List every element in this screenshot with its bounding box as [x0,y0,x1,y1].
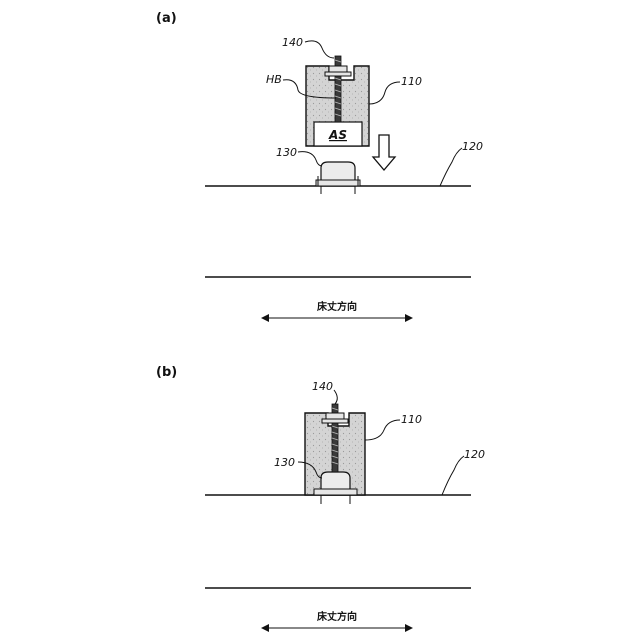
callout-140-b: 140 [312,380,333,393]
leader-130-a [298,152,322,166]
callout-hb-a: HB [266,73,282,86]
panel-b: (b) 140 110 130 120 床丈方向 [156,365,485,628]
callout-120-a: 120 [462,140,483,153]
callout-110-a: 110 [401,75,422,88]
leader-120-a [440,148,462,186]
anchor-seat-130 [316,162,360,194]
panel-a: (a) AS [156,11,483,318]
leader-140-b [334,390,337,404]
callout-110-b: 110 [401,413,422,426]
direction-label-b: 床丈方向 [317,610,357,623]
leader-140-a [305,41,334,58]
panel-b-label: (b) [156,365,177,380]
direction-label-a: 床丈方向 [317,300,357,313]
leader-110-a [369,82,400,104]
cavity-as-label: AS [328,128,347,142]
callout-120-b: 120 [464,448,485,461]
callout-130-b: 130 [274,456,295,469]
down-arrow-icon [373,135,395,170]
callout-130-a: 130 [276,146,297,159]
callout-140-a: 140 [282,36,303,49]
leader-110-b [365,420,400,440]
panel-a-label: (a) [156,11,177,26]
leader-120-b [442,456,464,495]
